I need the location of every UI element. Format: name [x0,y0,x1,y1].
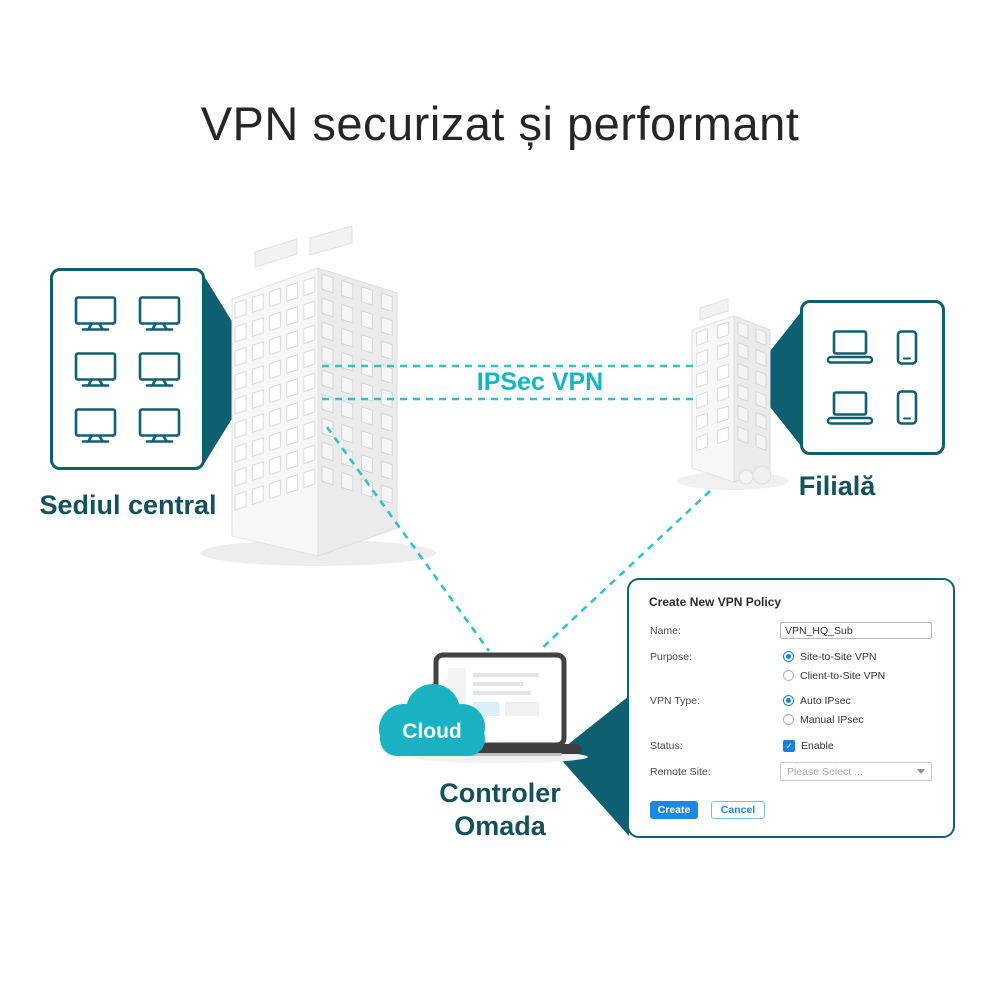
vpn-policy-panel: Create New VPN Policy Name: Purpose: Sit… [627,578,955,838]
radio-unselected-icon[interactable] [783,670,794,681]
vpn-name-input[interactable] [780,622,932,639]
tank-icon [752,465,772,485]
name-field-label: Name: [650,625,681,637]
branch-site-label: Filială [798,471,876,501]
radio-unselected-icon[interactable] [783,714,794,725]
tank-icon [738,469,754,485]
vpn-type-field-label: VPN Type: [650,695,700,707]
controller-label-line1: Controler [439,778,561,808]
hq-building [231,225,398,557]
laptop-icon [826,330,873,364]
controller-label: Controler Omada [390,777,610,843]
hq-devices-box [50,268,205,470]
hq-site-label: Sediul central [39,490,217,520]
chevron-down-icon [917,769,925,774]
status-enable-checkbox[interactable]: Enable [783,739,834,752]
radio-selected-icon[interactable] [783,651,794,662]
branch-devices-box [800,300,945,455]
ipsec-vpn-label: IPSec VPN [476,368,604,396]
panel-title: Create New VPN Policy [649,595,782,609]
remote-site-placeholder: Please Select ... [787,765,863,778]
desktop-monitor-icon [74,351,117,387]
status-field-label: Status: [650,740,683,752]
purpose-option-client-to-site[interactable]: Client-to-Site VPN [783,669,885,682]
smartphone-icon [896,329,918,365]
desktop-monitor-icon [74,295,117,331]
panel-pointer [556,696,629,836]
remote-site-field-label: Remote Site: [650,766,711,778]
purpose-option-site-to-site[interactable]: Site-to-Site VPN [783,650,876,663]
purpose-field-label: Purpose: [650,651,693,663]
branch-building [691,298,772,485]
remote-site-select[interactable]: Please Select ... [780,762,932,781]
vpn-type-option-manual-ipsec[interactable]: Manual IPsec [783,713,864,726]
vpn-links [322,364,711,652]
desktop-monitor-icon [138,351,181,387]
desktop-monitor-icon [138,407,181,443]
controller-label-line2: Omada [454,811,546,841]
cloud-icon [379,684,485,756]
desktop-monitor-icon [74,407,117,443]
laptop-icon [826,390,873,425]
smartphone-icon [896,390,918,426]
cancel-button[interactable]: Cancel [711,801,765,819]
vpn-type-option-auto-ipsec[interactable]: Auto IPsec [783,694,851,707]
branch-box-pointer [748,312,801,446]
desktop-monitor-icon [138,295,181,331]
page-title: VPN securizat și performant [200,97,800,150]
cloud-label: Cloud [402,720,462,743]
create-button[interactable]: Create [650,801,698,819]
checkbox-checked-icon[interactable] [783,739,795,752]
radio-selected-icon[interactable] [783,695,794,706]
